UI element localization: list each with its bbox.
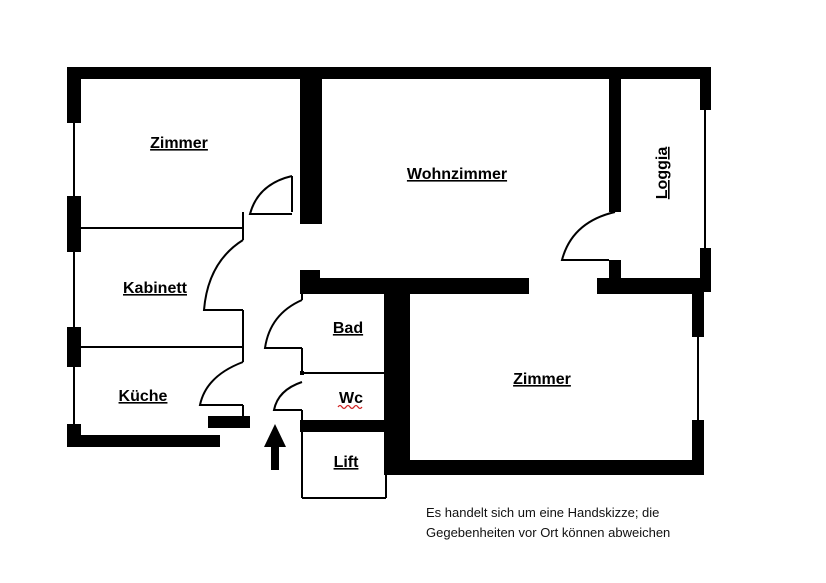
label-zimmer-top-left: Zimmer	[150, 135, 208, 152]
arrow-up-icon	[264, 424, 286, 470]
disclaimer-line-2: Gegebenheiten vor Ort können abweichen	[426, 525, 671, 540]
wall-left-mid1	[67, 196, 81, 252]
wall-wohn-bottom	[300, 278, 529, 294]
door-bad	[263, 299, 303, 349]
label-kueche: Küche	[119, 388, 168, 405]
disclaimer-line-1: Es handelt sich um eine Handskizze; die	[426, 505, 660, 520]
wall-right-mid2	[692, 292, 704, 337]
label-wohnzimmer: Wohnzimmer	[407, 166, 507, 183]
wall-left-mid2	[67, 327, 81, 367]
doors	[198, 175, 616, 411]
wall-top	[67, 67, 711, 79]
label-wc: Wc	[339, 390, 363, 407]
door-wc	[272, 381, 303, 411]
label-bad: Bad	[333, 320, 363, 337]
label-loggia: Loggia	[654, 147, 671, 200]
wall-loggia-left-upper	[609, 67, 621, 212]
wc-to-bad-stub	[300, 371, 304, 375]
door-zimmer	[248, 175, 293, 215]
door-loggia	[560, 211, 616, 261]
spellcheck-squiggle	[337, 404, 363, 410]
label-zimmer-bottom-right: Zimmer	[513, 371, 571, 388]
wall-zimmer-left	[384, 278, 410, 475]
thin-walls	[73, 110, 706, 499]
door-kabinett	[202, 239, 244, 311]
wall-bottom-left	[67, 435, 220, 447]
walls	[67, 67, 711, 475]
wall-wohn-left	[300, 67, 322, 224]
wall-wohn-bottom-stub	[300, 270, 320, 294]
door-kueche	[198, 361, 244, 406]
wall-right-mid	[700, 248, 711, 292]
label-lift: Lift	[334, 454, 360, 471]
wall-loggia-left-lower	[609, 260, 621, 280]
wall-lift-top	[300, 420, 410, 432]
wall-left-upper	[67, 67, 81, 123]
wall-bottom-right	[384, 460, 704, 475]
wall-wohn-bottom-right	[597, 278, 704, 294]
disclaimer-note: Es handelt sich um eine Handskizze; die …	[426, 503, 670, 543]
label-kabinett: Kabinett	[123, 280, 188, 297]
wall-kitchen-step	[208, 416, 250, 428]
wall-right-upper	[700, 67, 711, 110]
